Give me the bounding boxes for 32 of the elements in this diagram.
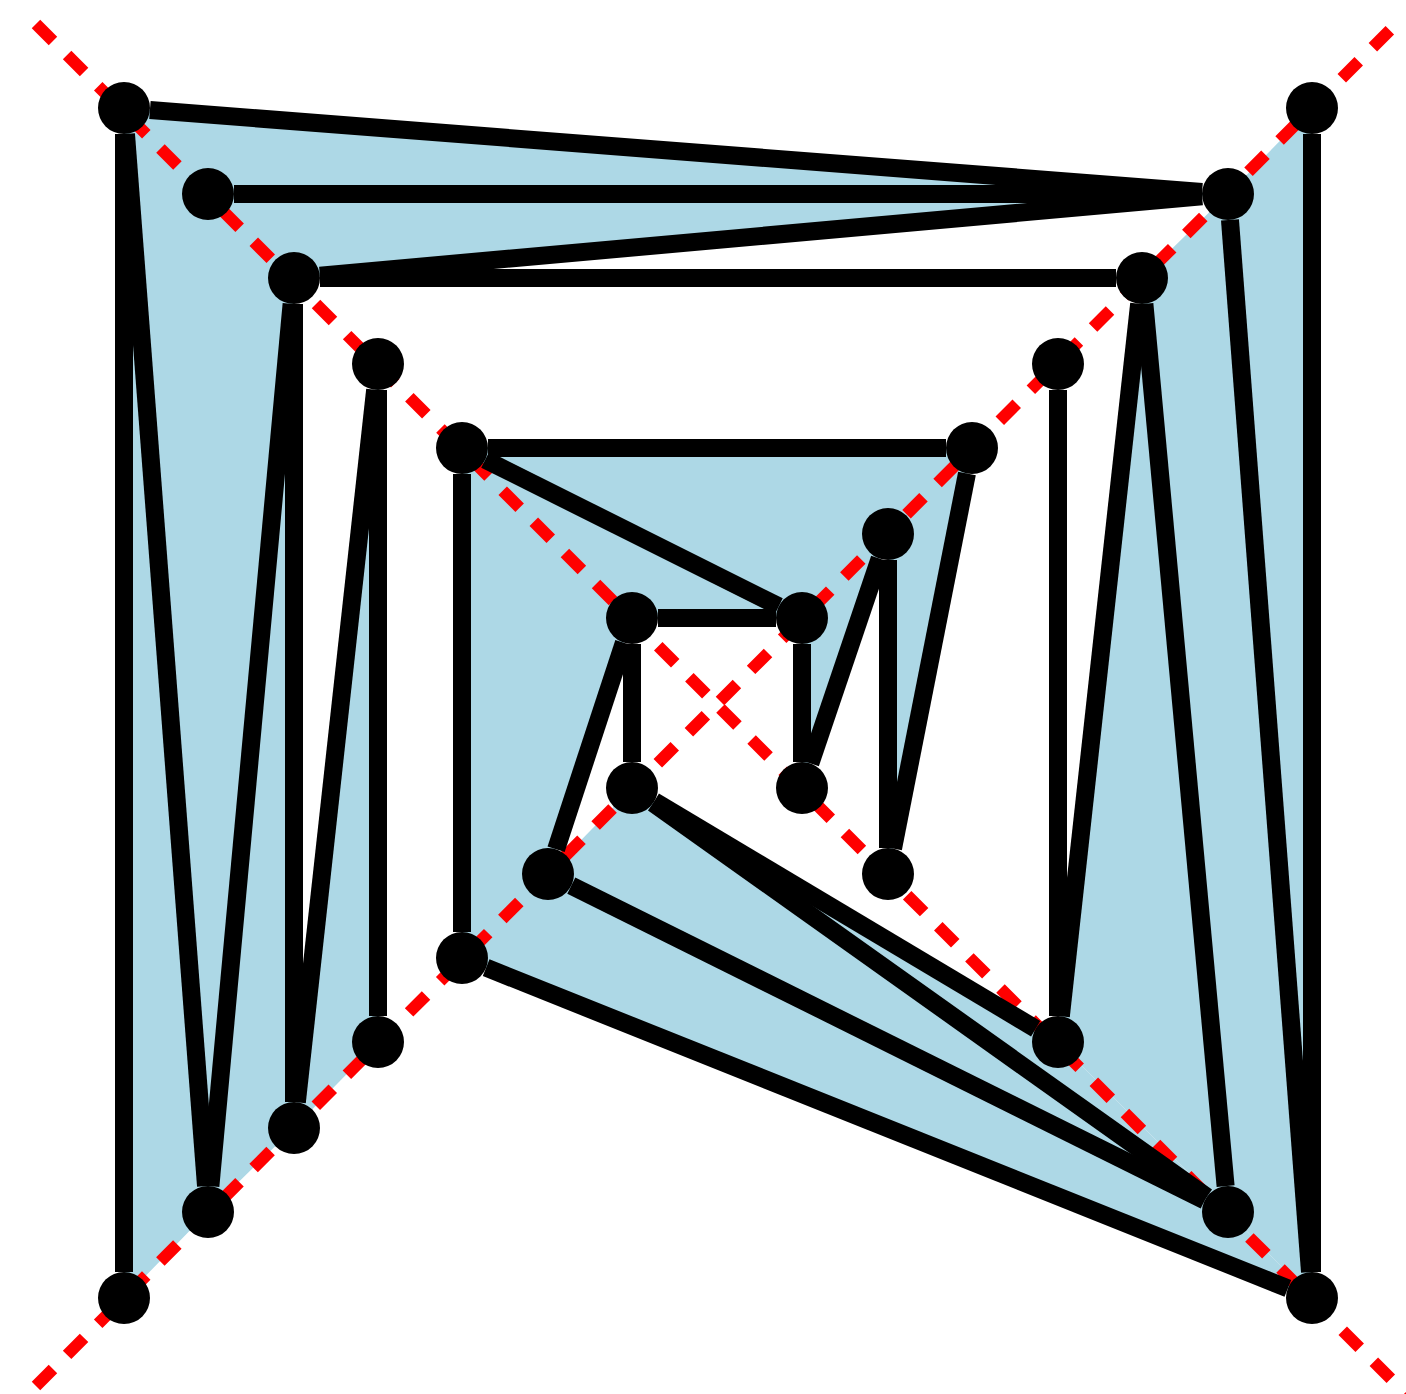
vertex-dot xyxy=(436,422,488,474)
vertex-dot xyxy=(1116,252,1168,304)
connector-line xyxy=(879,560,897,848)
connector-line xyxy=(488,439,946,457)
connector-line xyxy=(547,639,633,853)
connector-line xyxy=(320,269,1116,287)
vertex-dot xyxy=(606,762,658,814)
vertex-dot xyxy=(98,1272,150,1324)
vertex-dot xyxy=(98,82,150,134)
connector-line xyxy=(481,451,783,615)
connector-line xyxy=(453,474,471,932)
connector-line xyxy=(623,644,641,762)
connector-line xyxy=(567,877,1209,1209)
vertex-dot xyxy=(1202,168,1254,220)
connector-line xyxy=(1135,303,1235,1187)
vertex-dot xyxy=(1286,82,1338,134)
connector-line xyxy=(369,390,387,1016)
connector-line xyxy=(482,959,1292,1297)
connector-line xyxy=(115,134,133,1272)
vertex-dot xyxy=(946,422,998,474)
vertex-dot xyxy=(862,848,914,900)
connector-line xyxy=(793,644,811,762)
vertex-dot xyxy=(352,1016,404,1068)
vertex-dot xyxy=(1032,338,1084,390)
connector-line xyxy=(1303,134,1321,1272)
connector-line xyxy=(285,304,303,1102)
connector-line xyxy=(658,609,776,627)
connector-line xyxy=(1049,390,1067,1016)
vertex-dot xyxy=(352,338,404,390)
vertex-dot xyxy=(1286,1272,1338,1324)
vertex-dot xyxy=(436,932,488,984)
vertex-dot xyxy=(776,762,828,814)
